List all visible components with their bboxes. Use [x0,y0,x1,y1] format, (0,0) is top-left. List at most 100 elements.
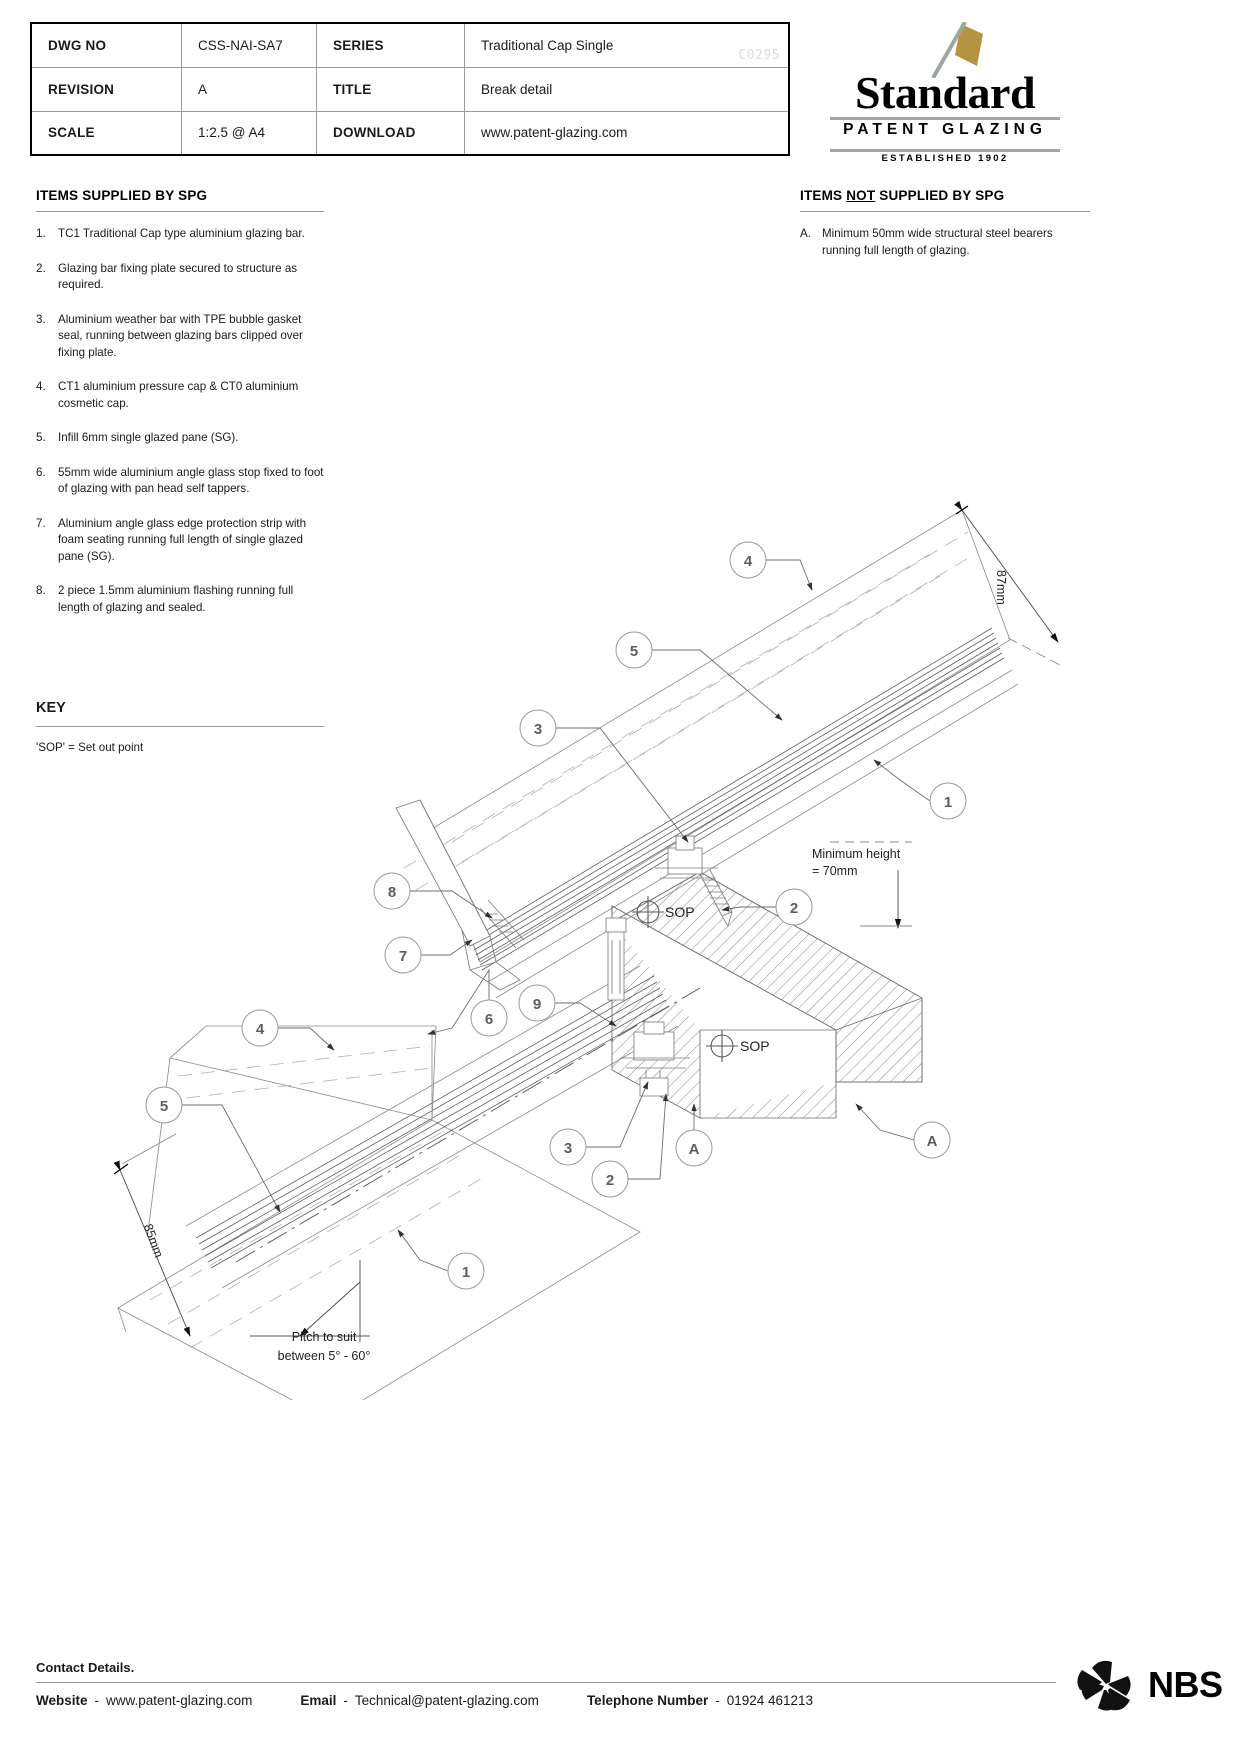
nbs-logo: NBS [1070,1650,1223,1724]
items-not-supplied-heading: ITEMS NOT SUPPLIED BY SPG [800,188,1090,203]
callout-1-bottom: 1 [447,1252,485,1290]
callout-4-bottom: 4 [241,1009,279,1047]
callout-5-bottom: 5 [145,1086,183,1124]
svg-text:2: 2 [606,1172,614,1189]
callout-3-top: 3 [519,709,557,747]
item-number: 1. [36,227,46,240]
callout-3-bottom: 3 [549,1128,587,1166]
list-item: A. Minimum 50mm wide structural steel bea… [800,226,1090,259]
item-number: 6. [36,465,46,479]
dash: - [94,1693,100,1708]
fixing-plate-detail-top [655,835,733,928]
item-number: 8. [36,584,46,597]
revision-value: A [182,68,317,111]
logo-wordmark: Standard [854,67,1036,118]
svg-text:4: 4 [744,553,753,570]
items-not-supplied-section: ITEMS NOT SUPPLIED BY SPG A. Minimum 50mm… [800,188,1090,277]
list-item: 1.TC1 Traditional Cap type aluminium gla… [36,226,324,243]
nbs-flower-icon [1077,1660,1131,1711]
contact-heading: Contact Details. [36,1660,135,1675]
email-value[interactable]: Technical@patent-glazing.com [354,1693,539,1708]
nbs-wordmark: NBS [1148,1664,1223,1705]
dimension-87mm-label: 87mm [994,570,1008,605]
series-value: Traditional Cap Single [481,38,614,54]
email-entry: Email-Technical@patent-glazing.com [300,1693,539,1708]
items-supplied-section: ITEMS SUPPLIED BY SPG 1.TC1 Traditional … [36,188,324,634]
logo-subtitle: PATENT GLAZING [843,121,1047,138]
dimension-min-height [830,841,912,929]
callout-5-top: 5 [615,631,653,669]
structural-steel-bearer [611,871,923,1119]
list-item: 5. Infill 6mm single glazed pane (SG). [36,430,324,447]
min-height-label-line1: Minimum height [812,847,901,861]
dimension-85mm [113,1133,191,1337]
sheet-code-watermark: C0295 [738,48,780,63]
dimension-87mm [954,500,1063,667]
dash: - [715,1693,720,1708]
item-text: CT1 aluminium pressure cap & CT0 alumini… [58,380,299,410]
list-item: 6. 55mm wide aluminium angle glass stop f… [36,465,324,498]
logo-established: ESTABLISHED 1902 [881,153,1009,164]
website-label: Website [36,1693,88,1708]
item-number: 7. [36,516,46,530]
email-label: Email [300,1693,337,1708]
item-text: Aluminium weather bar with TPE bubble ga… [58,312,303,359]
item-text: Minimum 50mm wide structural steel beare… [822,227,1053,257]
item-number: 4. [36,380,46,393]
min-height-label-line2: = 70mm [812,864,858,878]
item-text: Infill 6mm single glazed pane (SG). [58,431,239,444]
scale-value: 1:2.5 @ A4 [182,111,317,154]
company-logo: Standard PATENT GLAZING ESTABLISHED 1902 [820,22,1070,164]
svg-text:3: 3 [534,721,542,738]
item-number: 2. [36,261,46,275]
key-entry: 'SOP' = Set out point [36,741,144,754]
svg-text:8: 8 [388,884,396,901]
item-number: A. [800,227,811,240]
phone-entry: Telephone Number-01924 461213 [587,1693,813,1708]
title-label: TITLE [317,68,465,111]
logo-rule-top [830,117,1060,120]
items-supplied-heading: ITEMS SUPPLIED BY SPG [36,188,208,203]
flashing-and-glass-stop [395,799,627,1001]
divider [36,726,324,727]
svg-text:A: A [927,1133,938,1150]
item-text: 55mm wide aluminium angle glass stop fix… [58,465,324,496]
svg-text:5: 5 [630,643,638,660]
svg-text:9: 9 [533,996,541,1013]
callout-A-middle: A [675,1129,713,1167]
svg-text:A: A [689,1141,700,1158]
sop-label-top: SOP [665,904,695,920]
heading-emphasis: NOT [846,188,876,203]
svg-text:5: 5 [160,1098,168,1115]
list-item: 2.Glazing bar fixing plate secured to st… [36,261,324,294]
download-value[interactable]: www.patent-glazing.com [481,125,628,141]
item-number: 5. [36,431,46,444]
revision-label: REVISION [32,68,182,111]
drawing-geometry: 4 5 3 1 8 2 7 6 9 4 5 3 2 A A 1 [113,500,1063,1421]
divider [36,211,324,212]
svg-text:3: 3 [564,1140,572,1157]
website-entry: Website-www.patent-glazing.com [36,1693,252,1708]
phone-label: Telephone Number [586,1693,709,1708]
pitch-label-line2: between 5° - 60° [277,1349,371,1363]
title-block: DWG NO CSS-NAI-SA7 SERIES Traditional Ca… [30,22,790,156]
dwg-no-label: DWG NO [32,24,182,68]
callout-A-right: A [913,1121,951,1159]
contact-row: Website-www.patent-glazing.com Email-Tec… [36,1693,1206,1708]
svg-text:7: 7 [399,948,407,965]
title-block-row: DWG NO CSS-NAI-SA7 SERIES Traditional Ca… [32,24,788,68]
key-section: KEY 'SOP' = Set out point [36,700,324,754]
svg-text:1: 1 [944,794,952,811]
dash: - [343,1693,348,1708]
flag-icon [931,22,983,78]
website-value[interactable]: www.patent-glazing.com [106,1693,253,1708]
pitch-angle-indicator [235,987,701,1342]
list-item: 4. CT1 aluminium pressure cap & CT0 alumi… [36,379,324,412]
heading-part: ITEMS [800,188,847,203]
sop-label-bottom: SOP [740,1038,770,1054]
heading-part: SUPPLIED BY SPG [875,188,1005,203]
key-heading: KEY [36,700,66,716]
svg-text:2: 2 [790,900,798,917]
list-item: 7.Aluminium angle glass edge protection … [36,516,324,566]
